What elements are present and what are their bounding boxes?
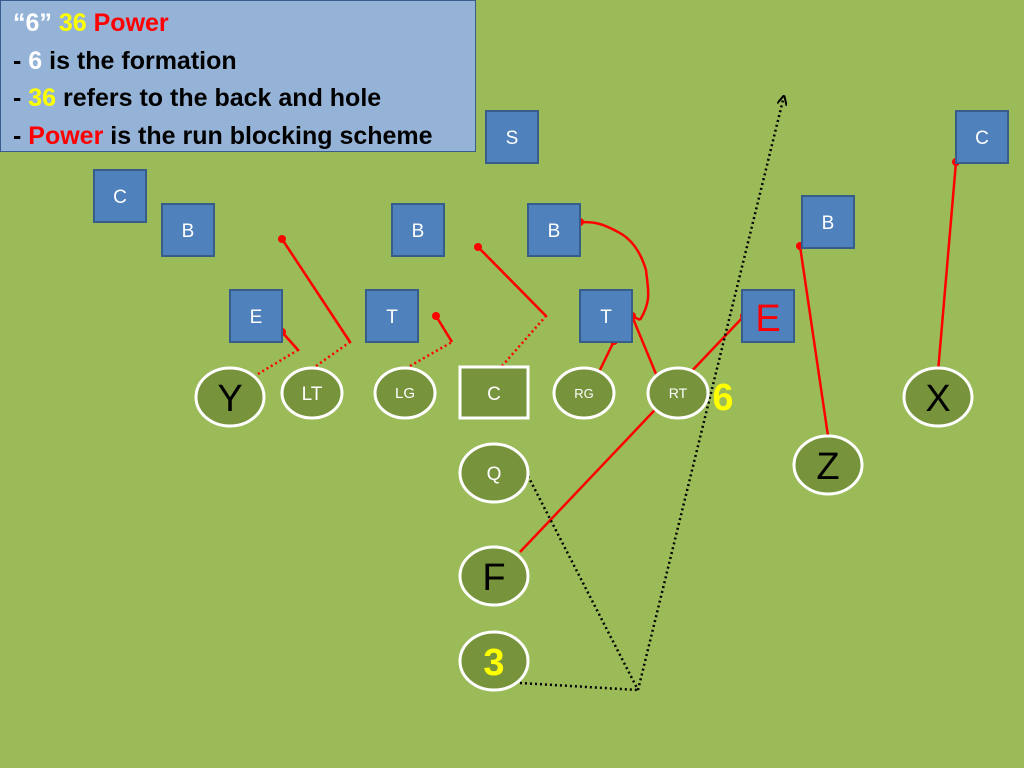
player-tailback-3: 3 <box>458 630 530 692</box>
block-lt-solid <box>280 238 352 343</box>
defender-label: T <box>600 307 612 328</box>
defender-label: E <box>755 298 780 340</box>
defender-t-right: T <box>579 289 633 343</box>
defender-label: S <box>506 128 519 149</box>
player-x: X <box>902 366 974 428</box>
caption-bullet: - <box>13 121 29 150</box>
defender-label: B <box>548 221 561 242</box>
defender-label: C <box>113 187 127 208</box>
defender-e-left: E <box>229 289 283 343</box>
defender-b-4: B <box>801 195 855 249</box>
caption-line-back-hole: - 36 refers to the back and hole <box>13 80 475 118</box>
player-label: 3 <box>483 642 504 684</box>
player-lt: LT <box>280 366 344 420</box>
player-label: LT <box>302 384 323 405</box>
block-point <box>432 312 440 320</box>
defender-label: B <box>182 221 195 242</box>
hole-number-label: 6 <box>712 377 733 419</box>
player-q: Q <box>458 442 530 504</box>
caption-bullet: - <box>13 84 29 112</box>
caption-line-scheme: - Power is the run blocking scheme <box>13 118 475 156</box>
player-c: C <box>458 365 530 420</box>
block-rt <box>629 313 658 375</box>
block-c-solid <box>477 246 547 317</box>
caption-bullet: - <box>13 46 29 75</box>
quote-open: “ <box>13 9 26 37</box>
block-rt-climb <box>579 220 650 321</box>
player-y: Y <box>194 366 266 428</box>
caption-title: “6” 36 Power <box>13 5 475 43</box>
block-point <box>474 243 482 251</box>
defender-e-right: E <box>741 289 795 343</box>
defender-b-3: B <box>527 203 581 257</box>
defender-label: B <box>412 221 425 242</box>
title-scheme: Power <box>93 9 169 37</box>
tailback-path-lateral <box>519 681 639 692</box>
caption-key: Power <box>28 121 104 150</box>
player-label: Y <box>217 378 242 420</box>
defender-b-2: B <box>391 203 445 257</box>
title-back-hole: 36 <box>58 9 87 37</box>
block-point <box>278 235 286 243</box>
block-y-solid <box>281 331 299 351</box>
caption-text: refers to the back and hole <box>56 84 382 112</box>
player-f: F <box>458 545 530 607</box>
qb-path <box>526 475 640 691</box>
player-label: Z <box>816 446 839 488</box>
defender-label: C <box>975 128 989 149</box>
block-f <box>519 315 745 553</box>
player-label: LG <box>395 385 415 402</box>
block-z <box>798 245 830 437</box>
caption-text: is the run blocking scheme <box>103 121 433 150</box>
defender-s: S <box>485 110 539 164</box>
offense: Y LT LG C RG RT X Z <box>194 365 974 692</box>
defender-label: B <box>822 213 835 234</box>
route-lines <box>519 100 783 692</box>
quote-close: ” <box>39 9 52 37</box>
player-label: RG <box>574 386 594 401</box>
player-label: Q <box>487 464 502 485</box>
tailback-path-upfield <box>636 100 783 691</box>
player-lg: LG <box>373 366 437 420</box>
block-rg <box>596 340 616 375</box>
defense: S C C B B B B E <box>93 110 1009 343</box>
caption-text: is the formation <box>42 46 237 75</box>
caption-key: 6 <box>28 46 43 75</box>
player-z: Z <box>792 434 864 496</box>
block-x <box>936 161 958 373</box>
player-rg: RG <box>552 366 616 420</box>
defender-b-1: B <box>161 203 215 257</box>
caption-line-formation: - 6 is the formation <box>13 43 475 81</box>
block-lt <box>280 238 352 368</box>
blocking-lines <box>257 161 958 553</box>
defender-label: E <box>250 307 263 328</box>
title-formation: 6 <box>25 9 40 37</box>
player-label: F <box>482 557 505 599</box>
player-label: C <box>487 384 501 405</box>
caption-box: “6” 36 Power - 6 is the formation - 36 r… <box>0 0 476 152</box>
player-label: X <box>925 378 950 420</box>
defender-c-right: C <box>955 110 1009 164</box>
caption-key: 36 <box>28 84 57 112</box>
player-label: RT <box>669 385 688 401</box>
defender-c-left: C <box>93 169 147 223</box>
block-lg <box>409 315 454 368</box>
player-rt: RT <box>646 366 710 420</box>
defender-t-left: T <box>365 289 419 343</box>
defender-label: T <box>386 307 398 328</box>
block-lg-solid <box>434 315 454 343</box>
